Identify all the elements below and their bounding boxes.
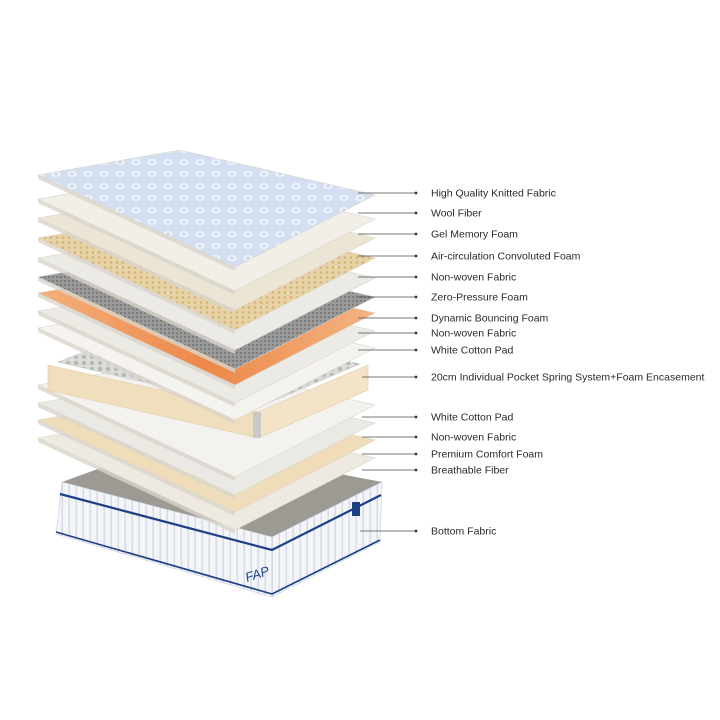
layer-label: Gel Memory Foam [431, 229, 518, 241]
label-row-4: Air-circulation Convoluted Foam [358, 251, 581, 263]
layer-label: Dynamic Bouncing Foam [431, 313, 549, 325]
spring-corner-post [253, 412, 261, 438]
layer-label: Breathable Fiber [431, 465, 509, 477]
layer-edge [38, 420, 235, 516]
leader-dot [414, 435, 418, 439]
leader-dot [414, 331, 418, 335]
layer-edge [38, 238, 235, 334]
layer-label: Wool Fiber [431, 208, 482, 220]
label-row-14: Breathable Fiber [362, 465, 509, 477]
layer-edge [38, 218, 235, 314]
label-row-1: High Quality Knitted Fabric [358, 188, 556, 200]
layer-label: 20cm Individual Pocket Spring System+Foa… [431, 372, 705, 384]
layer-label: White Cotton Pad [431, 412, 513, 424]
layer-edge [38, 175, 235, 271]
leader-dot [414, 211, 418, 215]
label-tag-icon [352, 502, 360, 516]
layer-label: Non-woven Fabric [431, 432, 516, 444]
base-trim-bottom [55, 531, 381, 595]
layer-edge [38, 328, 235, 424]
layer-label: White Cotton Pad [431, 345, 513, 357]
label-row-7: Dynamic Bouncing Foam [358, 313, 549, 325]
layer-edge [38, 311, 235, 407]
layer-label: High Quality Knitted Fabric [431, 188, 556, 200]
leader-dot [414, 316, 418, 320]
label-row-5: Non-woven Fabric [358, 272, 516, 284]
layer-edge [38, 385, 235, 481]
base-trim-top [59, 492, 382, 552]
leader-dot [414, 348, 418, 352]
layer-label: Non-woven Fabric [431, 272, 516, 284]
layer-label: Zero-Pressure Foam [431, 292, 528, 304]
brand-logo: FAP [243, 563, 271, 585]
layer-label: Premium Comfort Foam [431, 449, 543, 461]
label-row-10: 20cm Individual Pocket Spring System+Foa… [362, 372, 705, 384]
layer-label: Non-woven Fabric [431, 328, 516, 340]
label-row-15: Bottom Fabric [360, 526, 496, 538]
layer-stack: FAP [37, 149, 383, 598]
label-row-12: Non-woven Fabric [362, 432, 516, 444]
layer-edge [38, 293, 235, 389]
label-row-9: White Cotton Pad [358, 345, 513, 357]
label-row-11: White Cotton Pad [362, 412, 513, 424]
layer-label: Bottom Fabric [431, 526, 496, 538]
layer-edge [38, 199, 235, 295]
label-row-3: Gel Memory Foam [358, 229, 518, 241]
leader-dot [414, 529, 418, 533]
leader-dot [414, 191, 418, 195]
leader-dot [414, 254, 418, 258]
layer-1-high-quality-knitted-fabric [37, 149, 376, 271]
leader-dot [414, 232, 418, 236]
label-row-6: Zero-Pressure Foam [358, 292, 528, 304]
leader-dot [414, 415, 418, 419]
layer-edge [38, 438, 235, 534]
label-row-8: Non-woven Fabric [358, 328, 516, 340]
leader-dot [414, 375, 418, 379]
layer-edge [38, 277, 235, 373]
leader-dot [414, 295, 418, 299]
leader-dot [414, 468, 418, 472]
layer-label: Air-circulation Convoluted Foam [431, 251, 581, 263]
layer-edge [38, 258, 235, 354]
leader-dot [414, 452, 418, 456]
label-row-13: Premium Comfort Foam [362, 449, 543, 461]
layer-edge [38, 403, 235, 499]
leader-dot [414, 275, 418, 279]
label-row-2: Wool Fiber [358, 208, 482, 220]
